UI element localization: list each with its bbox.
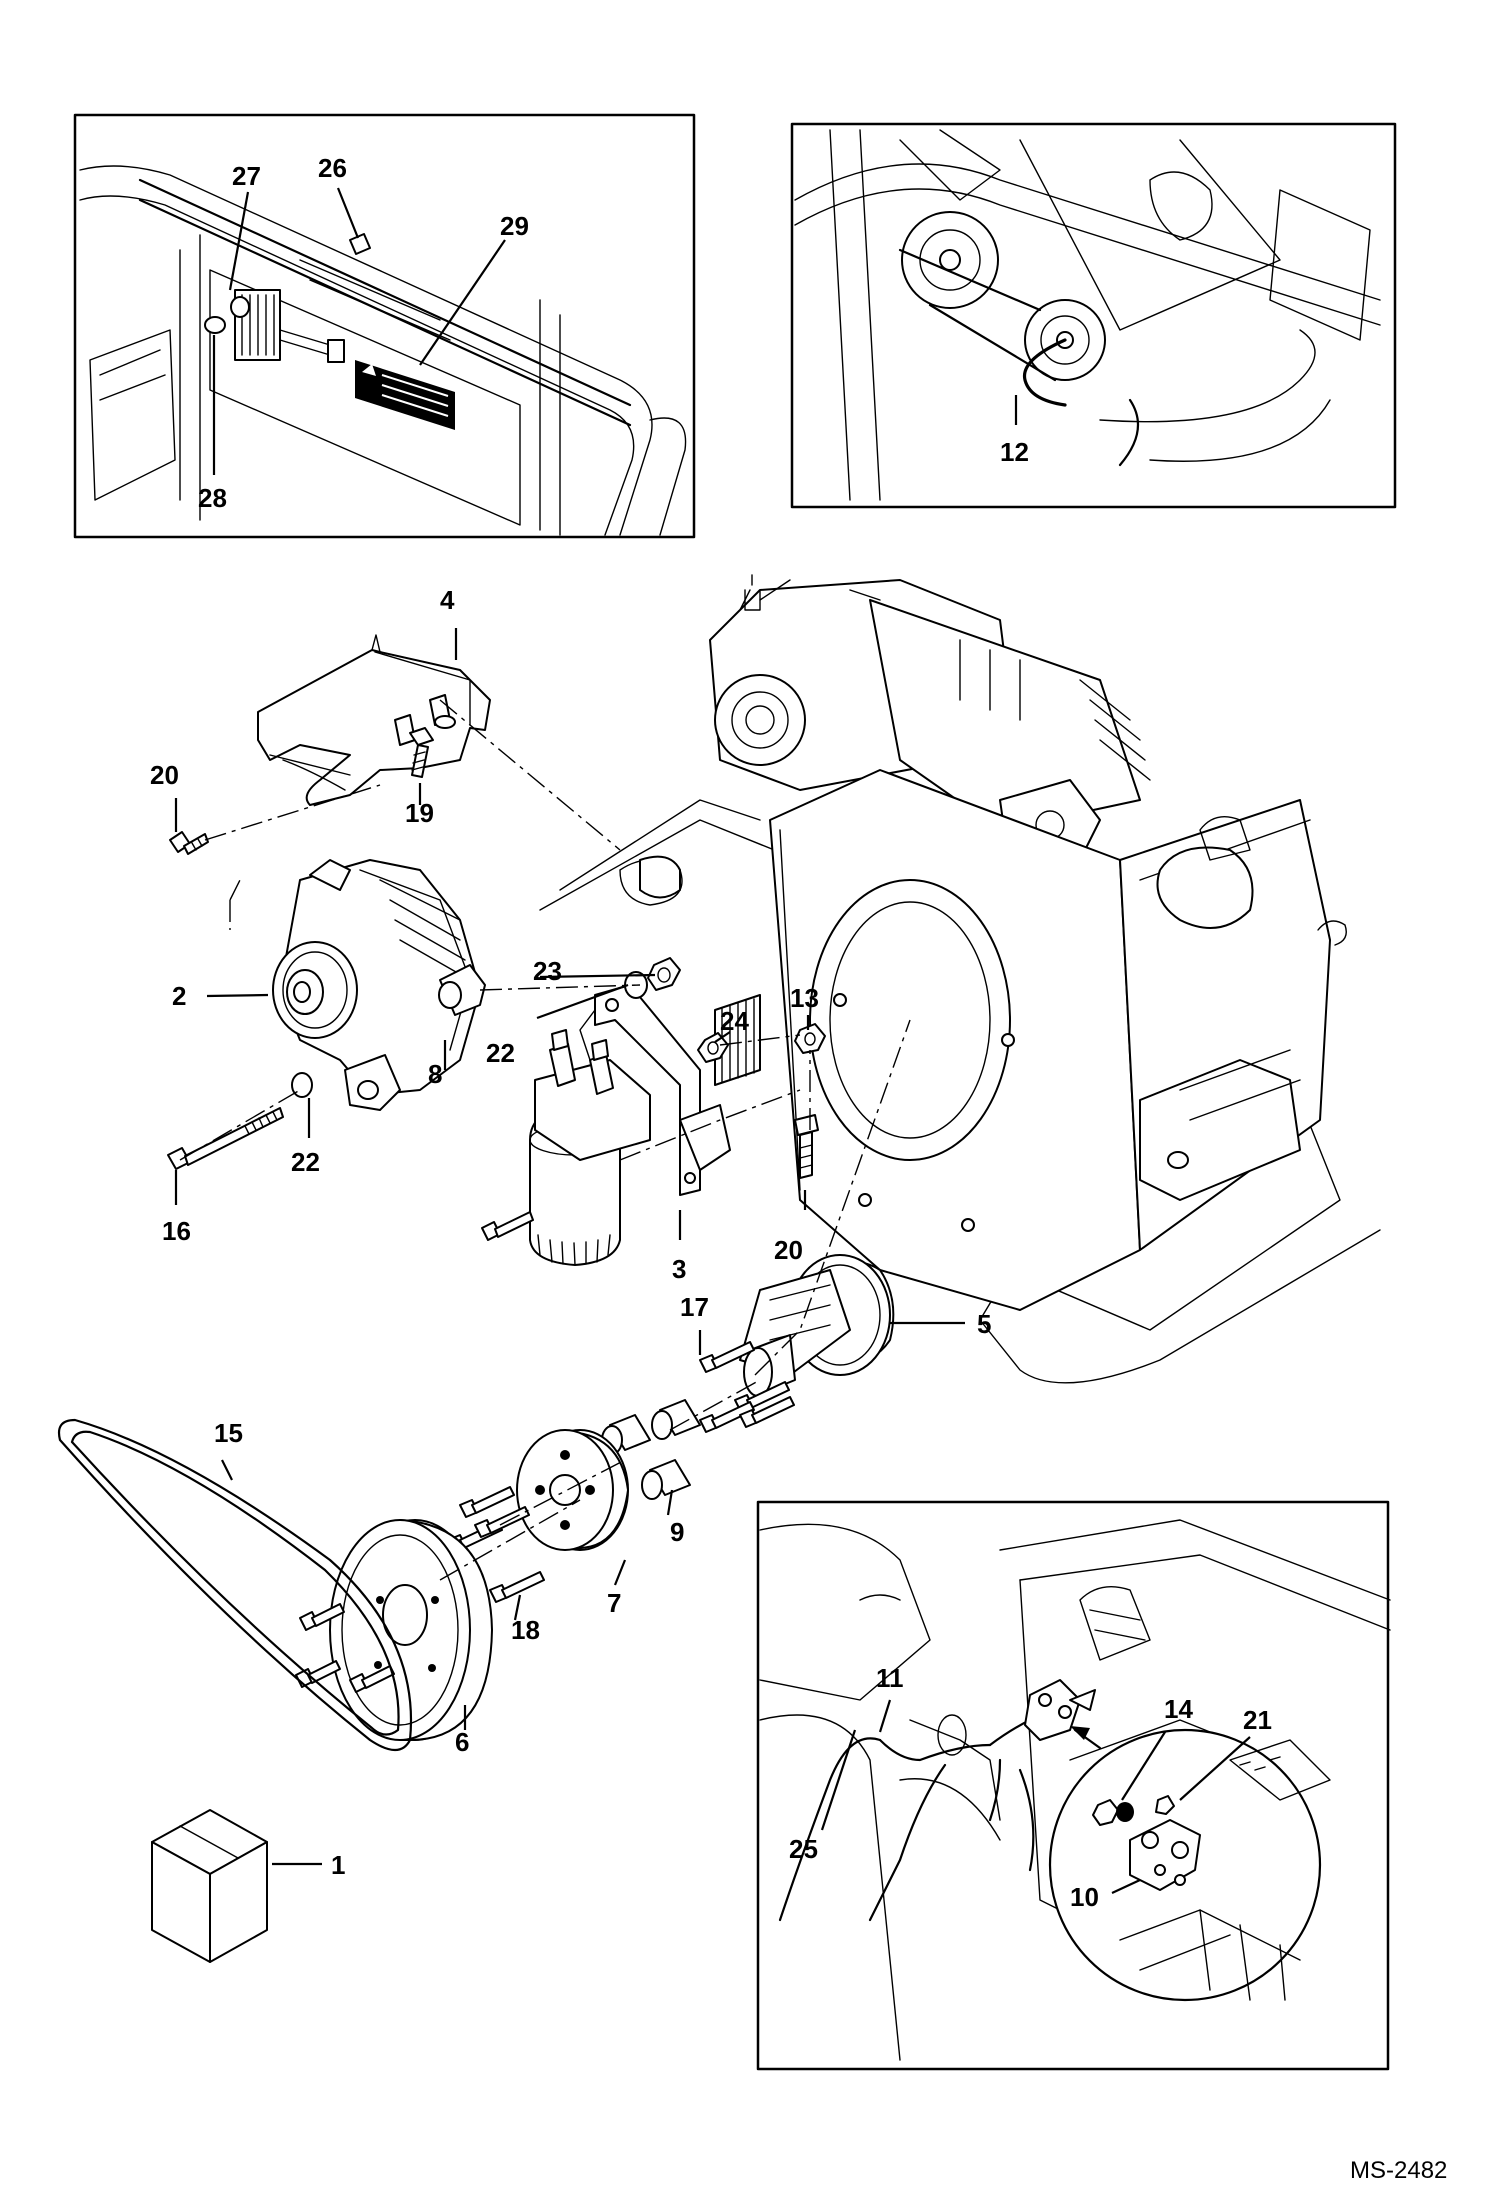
callout-29: 29 — [500, 211, 529, 241]
callout-labels: 4 20 19 2 8 23 22 24 13 22 16 20 3 17 5 … — [150, 585, 991, 1880]
inset-decal-detail: 27 26 29 28 — [73, 113, 696, 539]
callout-8: 8 — [428, 1059, 442, 1089]
callout-13: 13 — [790, 983, 819, 1013]
alternator — [272, 859, 486, 1111]
drawing-code: MS-2482 — [1350, 2157, 1447, 2184]
spacers-9 — [601, 1399, 701, 1500]
fuel-filter — [529, 1029, 651, 1266]
callout-7: 7 — [607, 1588, 621, 1618]
callout-10: 10 — [1070, 1882, 1099, 1912]
inset-belt-routing: 12 — [790, 122, 1397, 509]
callout-27: 27 — [232, 161, 261, 191]
callout-6: 6 — [455, 1727, 469, 1757]
nut-13 — [794, 1023, 826, 1054]
bolt-20-lower — [794, 1114, 819, 1179]
callout-23: 23 — [533, 956, 562, 986]
callout-20-lower: 20 — [774, 1235, 803, 1265]
drive-pulley — [329, 1519, 493, 1741]
callout-21: 21 — [1243, 1705, 1272, 1735]
callout-18: 18 — [511, 1615, 540, 1645]
callout-16: 16 — [162, 1216, 191, 1246]
callout-4: 4 — [440, 585, 455, 615]
callout-24: 24 — [720, 1006, 749, 1036]
inset-wiring-detail: 11 14 21 25 10 — [756, 1500, 1391, 2071]
alignment-lines — [179, 699, 911, 1581]
bolt-16 — [167, 1107, 284, 1170]
callout-15: 15 — [214, 1418, 243, 1448]
bolt-19 — [409, 727, 434, 778]
callout-19: 19 — [405, 798, 434, 828]
parts-kit-box-icon — [151, 1809, 268, 1963]
nut-24 — [697, 1032, 729, 1063]
drive-hub — [739, 1254, 895, 1397]
callout-17: 17 — [680, 1292, 709, 1322]
callout-2: 2 — [172, 981, 186, 1011]
belt-guard — [257, 634, 491, 806]
engine-assembly — [539, 574, 1381, 1384]
callout-12: 12 — [1000, 437, 1029, 467]
callout-3: 3 — [672, 1254, 686, 1284]
callout-14: 14 — [1164, 1694, 1193, 1724]
hub-flange — [516, 1429, 629, 1551]
drive-belt — [57, 1418, 412, 1752]
callout-5: 5 — [977, 1309, 991, 1339]
callout-11: 11 — [876, 1663, 904, 1693]
warning-decal-icon — [355, 360, 455, 430]
nut-23 — [647, 957, 681, 991]
callout-28: 28 — [198, 483, 227, 513]
callout-26: 26 — [318, 153, 347, 183]
pulley-front-bolts — [295, 1603, 395, 1693]
filter-bracket — [579, 984, 731, 1196]
callout-1: 1 — [331, 1850, 345, 1880]
filter-bolt — [481, 1211, 534, 1241]
callout-25: 25 — [789, 1834, 818, 1864]
bolt-20-upper — [169, 831, 209, 855]
callout-22-upper: 22 — [486, 1038, 515, 1068]
callout-20-upper: 20 — [150, 760, 179, 790]
hub-bolts-17 — [699, 1341, 795, 1433]
leader-lines — [174, 628, 965, 1866]
callout-9: 9 — [670, 1517, 684, 1547]
callout-22-lower: 22 — [291, 1147, 320, 1177]
